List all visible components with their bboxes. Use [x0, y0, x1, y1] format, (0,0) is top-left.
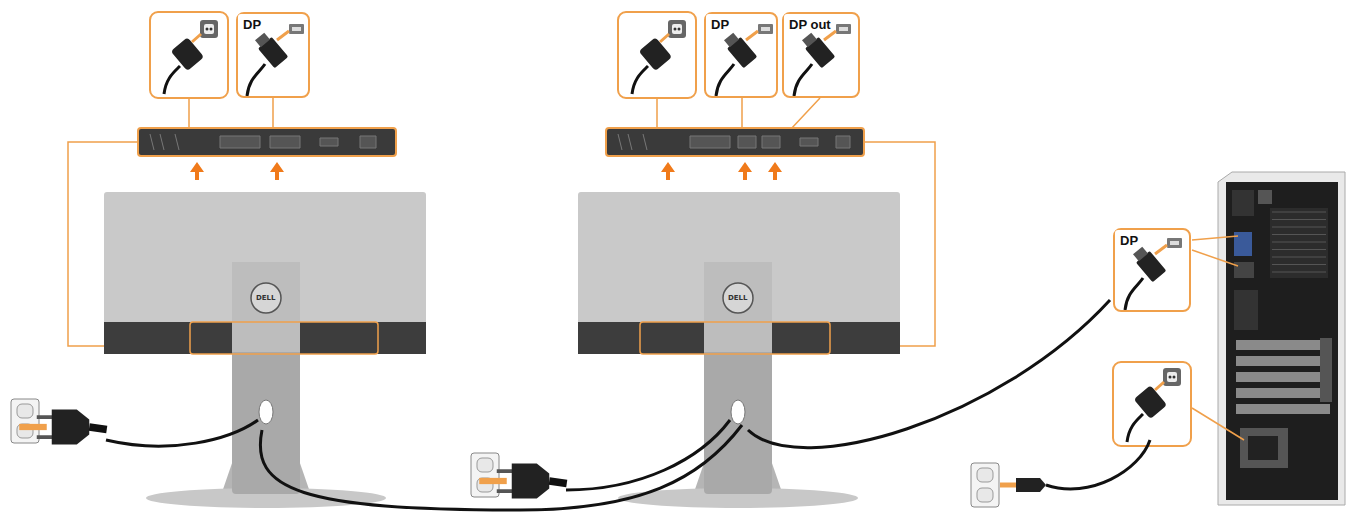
- port-label: DP: [238, 14, 261, 32]
- grill-slot: [1272, 241, 1326, 242]
- grill-slot: [1272, 219, 1326, 220]
- port-label: DP out: [784, 14, 831, 32]
- grill-slot: [1272, 234, 1326, 235]
- grill-slot: [1272, 264, 1326, 265]
- port-label: DP: [706, 14, 729, 32]
- grill-slot: [1272, 249, 1326, 250]
- brand-logo: DELL: [728, 294, 748, 302]
- brand-logo: DELL: [256, 294, 276, 302]
- callout-box: DP: [704, 12, 778, 98]
- callout-box: DP: [236, 12, 310, 98]
- grill-slot: [1272, 211, 1326, 212]
- callout-box: DP: [1113, 228, 1191, 312]
- port-label: DP: [1115, 230, 1138, 248]
- grill-slot: [1272, 256, 1326, 257]
- callout-box: DP out: [782, 12, 860, 98]
- grill-slot: [1272, 226, 1326, 227]
- grill-slot: [1272, 271, 1326, 272]
